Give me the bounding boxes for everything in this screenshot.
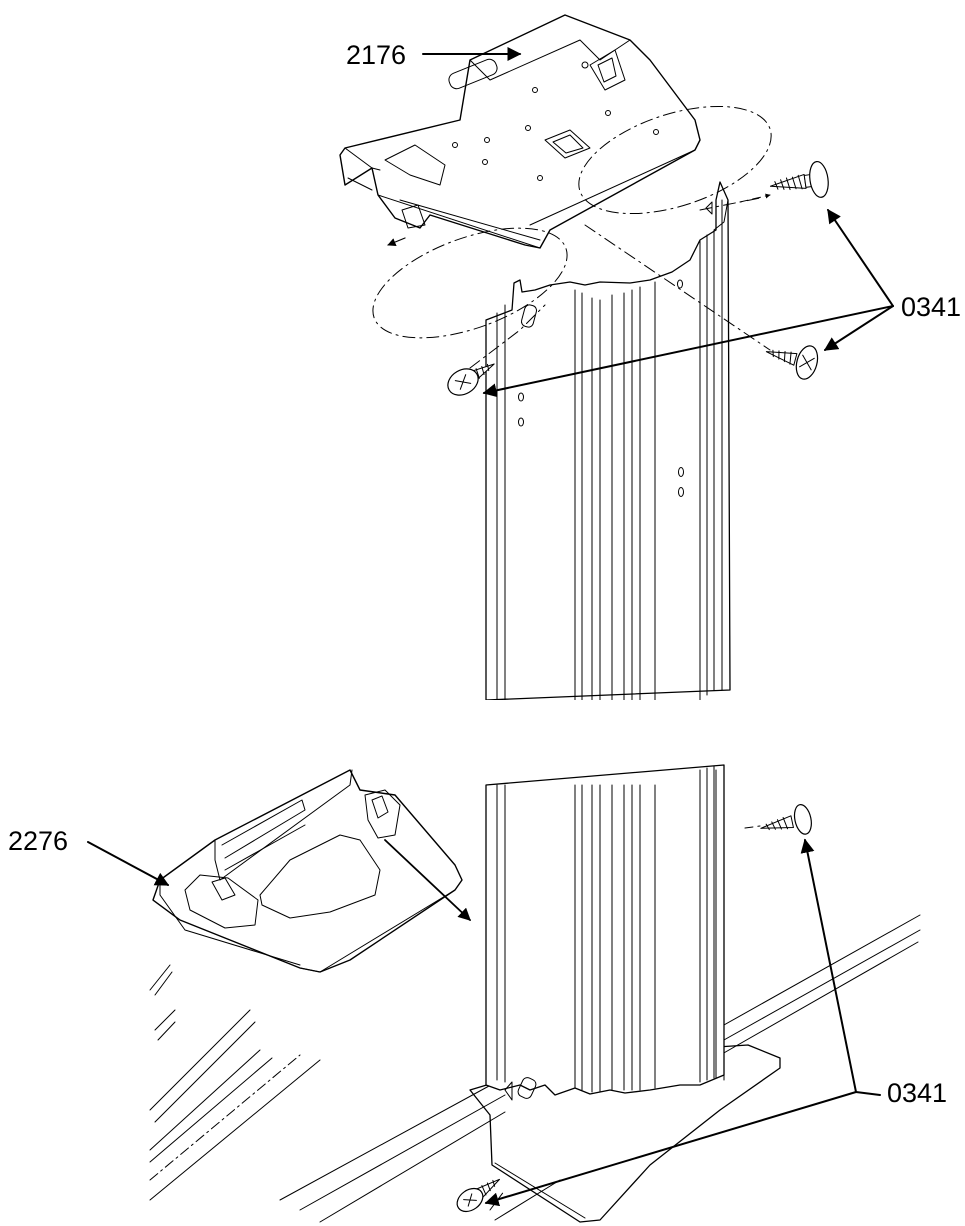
column-lower bbox=[485, 764, 725, 1101]
top-bracket bbox=[339, 14, 701, 249]
screw-bottom-right bbox=[760, 804, 812, 835]
floor-rail-left bbox=[149, 964, 561, 1223]
column-upper bbox=[480, 181, 731, 780]
screw-top-right-lower bbox=[765, 345, 819, 380]
floor-rail-right bbox=[714, 914, 921, 1059]
callout-2176: 2176 bbox=[346, 40, 406, 70]
screw-top-left bbox=[447, 363, 495, 396]
callout-0341-bottom: 0341 bbox=[887, 1078, 947, 1108]
bracket-insert-arrow bbox=[384, 839, 471, 921]
screw-top-right bbox=[769, 160, 829, 198]
alignment-guides bbox=[372, 105, 772, 1211]
callout-2276: 2276 bbox=[8, 826, 68, 856]
bottom-bracket bbox=[152, 769, 463, 973]
callout-leaders bbox=[87, 47, 894, 1207]
callout-0341-top: 0341 bbox=[901, 292, 961, 322]
screw-bottom-left bbox=[456, 1178, 500, 1213]
